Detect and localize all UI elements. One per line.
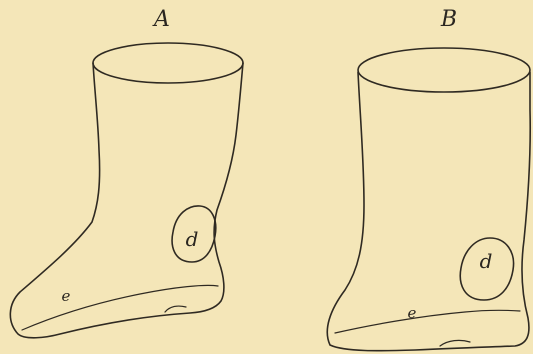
- figure-a-inner-line: [22, 285, 218, 330]
- figure-a-opening: [93, 43, 243, 83]
- figure-a-title: A: [152, 7, 170, 32]
- figure-b-inner-line: [335, 310, 520, 333]
- figure-b: B d e: [327, 7, 530, 351]
- figure-b-opening: [358, 48, 530, 92]
- figure-b-title: B: [440, 7, 457, 32]
- figure-a: A d e: [10, 7, 243, 338]
- figure-a-pouch-label: d: [186, 227, 199, 251]
- figure-b-outline: [327, 72, 530, 351]
- figure-b-pouch-label: d: [480, 249, 493, 273]
- figure-b-heel-fold: [440, 340, 470, 346]
- figure-a-base-label: e: [62, 287, 71, 305]
- figure-b-base-label: e: [408, 304, 417, 322]
- figure-a-heel-fold: [165, 306, 186, 312]
